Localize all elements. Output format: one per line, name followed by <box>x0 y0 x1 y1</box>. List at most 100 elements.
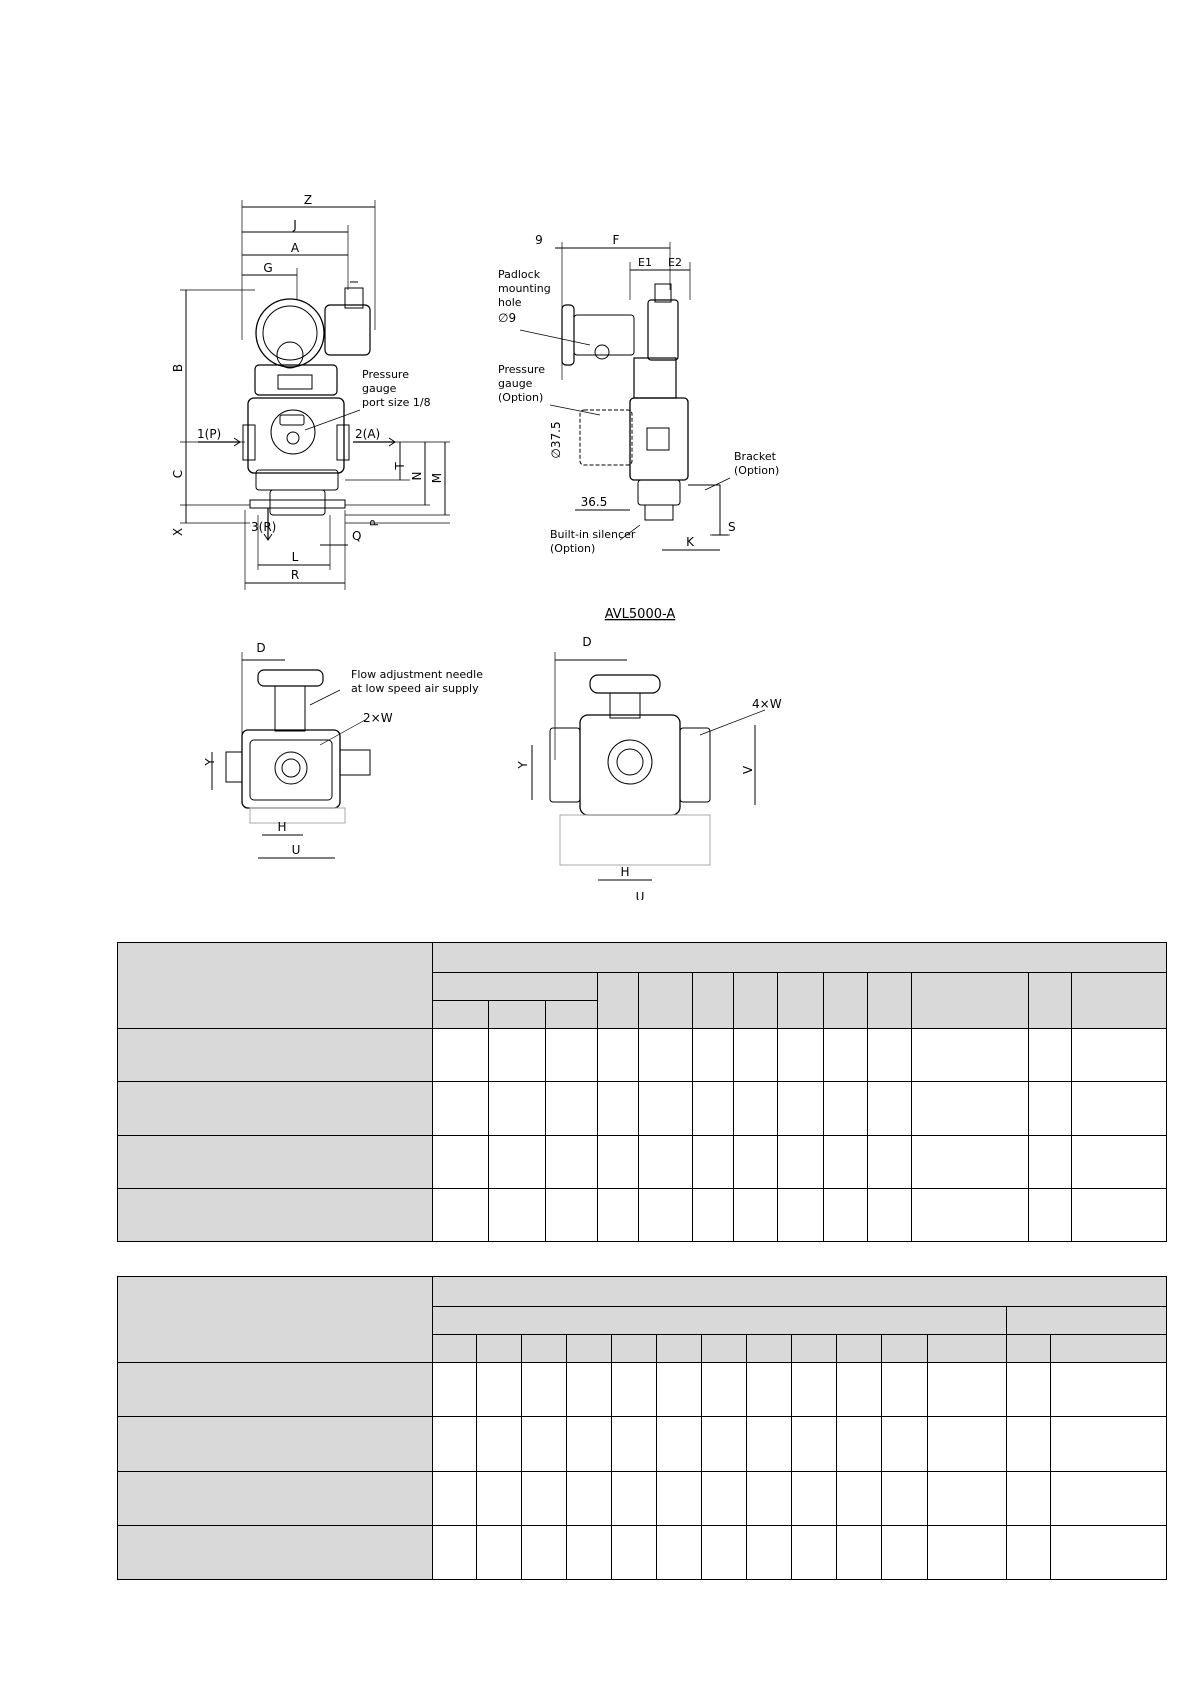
t2-header-col <box>836 1334 882 1364</box>
t2-row-label <box>117 1524 433 1581</box>
t2-header-col <box>476 1334 522 1364</box>
t2-cell <box>746 1416 792 1472</box>
t1-cell <box>733 1187 778 1243</box>
t2-cell <box>566 1524 612 1581</box>
t2-cell <box>521 1416 567 1472</box>
t1-cell <box>1070 1028 1168 1083</box>
label-e1: E1 <box>638 256 652 269</box>
t1-cell <box>867 1187 912 1243</box>
t2-header-col <box>432 1334 477 1364</box>
t1-cell <box>432 1134 489 1189</box>
pressure-gauge-port-line1: Pressure <box>362 368 409 381</box>
t2-header-col <box>746 1334 792 1364</box>
label-d-right: D <box>582 635 591 649</box>
t2-cell <box>566 1362 612 1418</box>
t2-cell <box>432 1524 477 1581</box>
gauge-option-line2: gauge <box>498 377 533 390</box>
front-view <box>180 200 450 590</box>
t2-cell <box>836 1524 882 1581</box>
t2-header-col <box>521 1334 567 1364</box>
t1-header-sub <box>488 1000 546 1030</box>
label-36-5: 36.5 <box>581 495 608 509</box>
t2-cell <box>656 1470 702 1526</box>
t1-header-col <box>1070 972 1168 1030</box>
t1-cell <box>597 1028 639 1083</box>
t1-cell <box>911 1028 1029 1083</box>
label-g: G <box>263 261 272 275</box>
padlock-line3: hole <box>498 296 522 309</box>
padlock-line2: mounting <box>498 282 551 295</box>
t2-header-group-b <box>1005 1306 1168 1336</box>
t2-cell <box>881 1524 928 1581</box>
t2-cell <box>746 1470 792 1526</box>
t2-cell <box>656 1362 702 1418</box>
t1-cell <box>1028 1028 1072 1083</box>
t1-cell <box>777 1134 824 1189</box>
label-l: L <box>292 550 299 564</box>
t2-cell <box>927 1362 1007 1418</box>
t2-header-col <box>656 1334 702 1364</box>
t1-cell <box>1028 1134 1072 1189</box>
bracket-line2: (Option) <box>734 464 779 477</box>
model-title: AVL5000-A <box>605 607 676 622</box>
t2-row-label <box>117 1416 433 1472</box>
t1-cell <box>432 1028 489 1083</box>
label-f: F <box>613 233 620 247</box>
t1-cell <box>1070 1187 1168 1243</box>
t2-cell <box>611 1416 657 1472</box>
t1-cell <box>638 1081 693 1136</box>
t1-header-col <box>733 972 778 1030</box>
t2-cell <box>836 1362 882 1418</box>
pressure-gauge-port-line2: gauge <box>362 382 397 395</box>
t1-cell <box>777 1081 824 1136</box>
label-v-right: V <box>741 765 755 774</box>
t2-cell <box>791 1470 837 1526</box>
t1-cell <box>867 1081 912 1136</box>
t2-cell <box>521 1470 567 1526</box>
t1-cell <box>597 1081 639 1136</box>
label-d-left: D <box>256 641 265 655</box>
t2-cell <box>1049 1416 1168 1472</box>
t1-cell <box>1070 1081 1168 1136</box>
t1-cell <box>823 1134 868 1189</box>
label-dia-37-5: ∅37.5 <box>549 421 563 458</box>
silencer-line2: (Option) <box>550 542 595 555</box>
t1-cell <box>692 1028 734 1083</box>
label-a: A <box>291 241 300 255</box>
t1-cell <box>1028 1081 1072 1136</box>
t2-cell <box>1006 1416 1051 1472</box>
t1-cell <box>488 1081 546 1136</box>
t2-cell <box>927 1470 1007 1526</box>
t2-header-dimensions <box>431 1275 1168 1308</box>
flow-line2: at low speed air supply <box>351 682 479 695</box>
t1-header-sub <box>545 1000 598 1030</box>
t2-cell <box>611 1524 657 1581</box>
t1-cell <box>638 1028 693 1083</box>
t2-cell <box>611 1362 657 1418</box>
bottom-right-view <box>531 652 766 881</box>
t1-cell <box>597 1134 639 1189</box>
t1-row-label <box>117 1187 433 1243</box>
label-j: J <box>292 218 297 232</box>
t1-cell <box>488 1187 546 1243</box>
t2-header-col <box>1049 1334 1168 1364</box>
t2-cell <box>881 1362 928 1418</box>
t2-header-col <box>566 1334 612 1364</box>
label-2w: 2×W <box>363 711 393 725</box>
label-m: M <box>430 473 444 483</box>
label-port-2a: 2(A) <box>355 427 380 441</box>
t1-header-col <box>867 972 912 1030</box>
label-u-left: U <box>292 843 301 857</box>
t2-header-col <box>881 1334 928 1364</box>
t2-cell <box>927 1416 1007 1472</box>
t1-cell <box>867 1134 912 1189</box>
t1-header-model <box>117 941 433 1030</box>
t1-cell <box>777 1187 824 1243</box>
t1-header-sub <box>432 1000 489 1030</box>
t2-cell <box>1049 1470 1168 1526</box>
t2-cell <box>701 1470 747 1526</box>
label-s: S <box>728 520 736 534</box>
t2-cell <box>836 1416 882 1472</box>
t2-cell <box>432 1416 477 1472</box>
valve-technical-drawing: Z J A G B C X 1(P) 2(A) 3(R) T N M P Q L… <box>171 193 782 900</box>
